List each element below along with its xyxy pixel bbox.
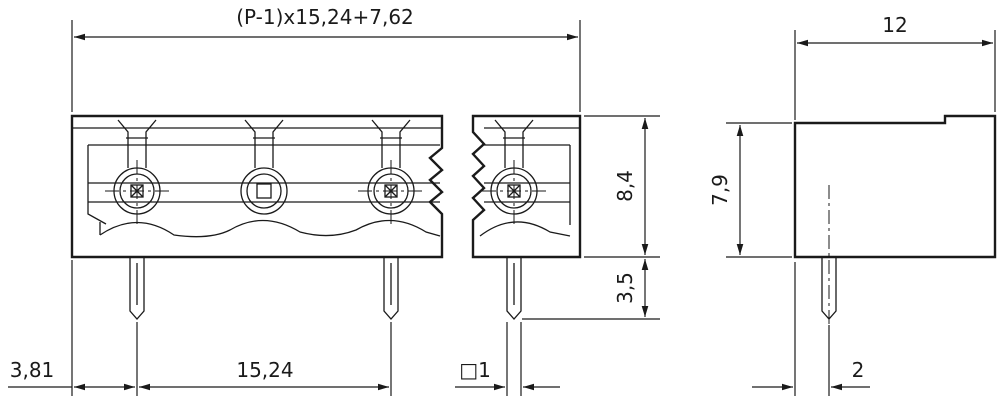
dim-pin-length: 3,5	[522, 259, 660, 320]
screw-terminal-2	[240, 167, 288, 215]
dim-depth: 12	[794, 13, 996, 120]
edge-offset-label: 3,81	[10, 358, 55, 382]
front-pins	[129, 257, 522, 320]
pin-length-label: 3,5	[613, 272, 637, 304]
front-view	[70, 114, 582, 320]
front-body-left-outline	[70, 114, 444, 259]
dim-pin-offset: 2	[752, 262, 870, 396]
dim-pin-square: □1	[455, 322, 560, 396]
pitch-label: 15,24	[236, 358, 293, 382]
side-height-label: 7,9	[708, 174, 732, 206]
depth-label: 12	[882, 13, 907, 37]
pin-offset-label: 2	[852, 358, 865, 382]
dim-side-height: 7,9	[708, 122, 792, 258]
front-body-right-outline	[471, 114, 582, 259]
dim-body-height: 8,4	[584, 115, 660, 258]
dim-pitch: 3,81 15,24	[8, 260, 392, 396]
side-view	[793, 114, 997, 325]
dim-overall-length: (P-1)x15,24+7,62	[71, 5, 581, 112]
side-body-outline	[793, 114, 997, 259]
body-height-label: 8,4	[613, 170, 637, 202]
wire-clamps	[117, 119, 534, 168]
front-scalloped-edge	[99, 219, 441, 238]
pin-square-label: □1	[459, 358, 491, 382]
overall-length-label: (P-1)x15,24+7,62	[236, 5, 414, 29]
